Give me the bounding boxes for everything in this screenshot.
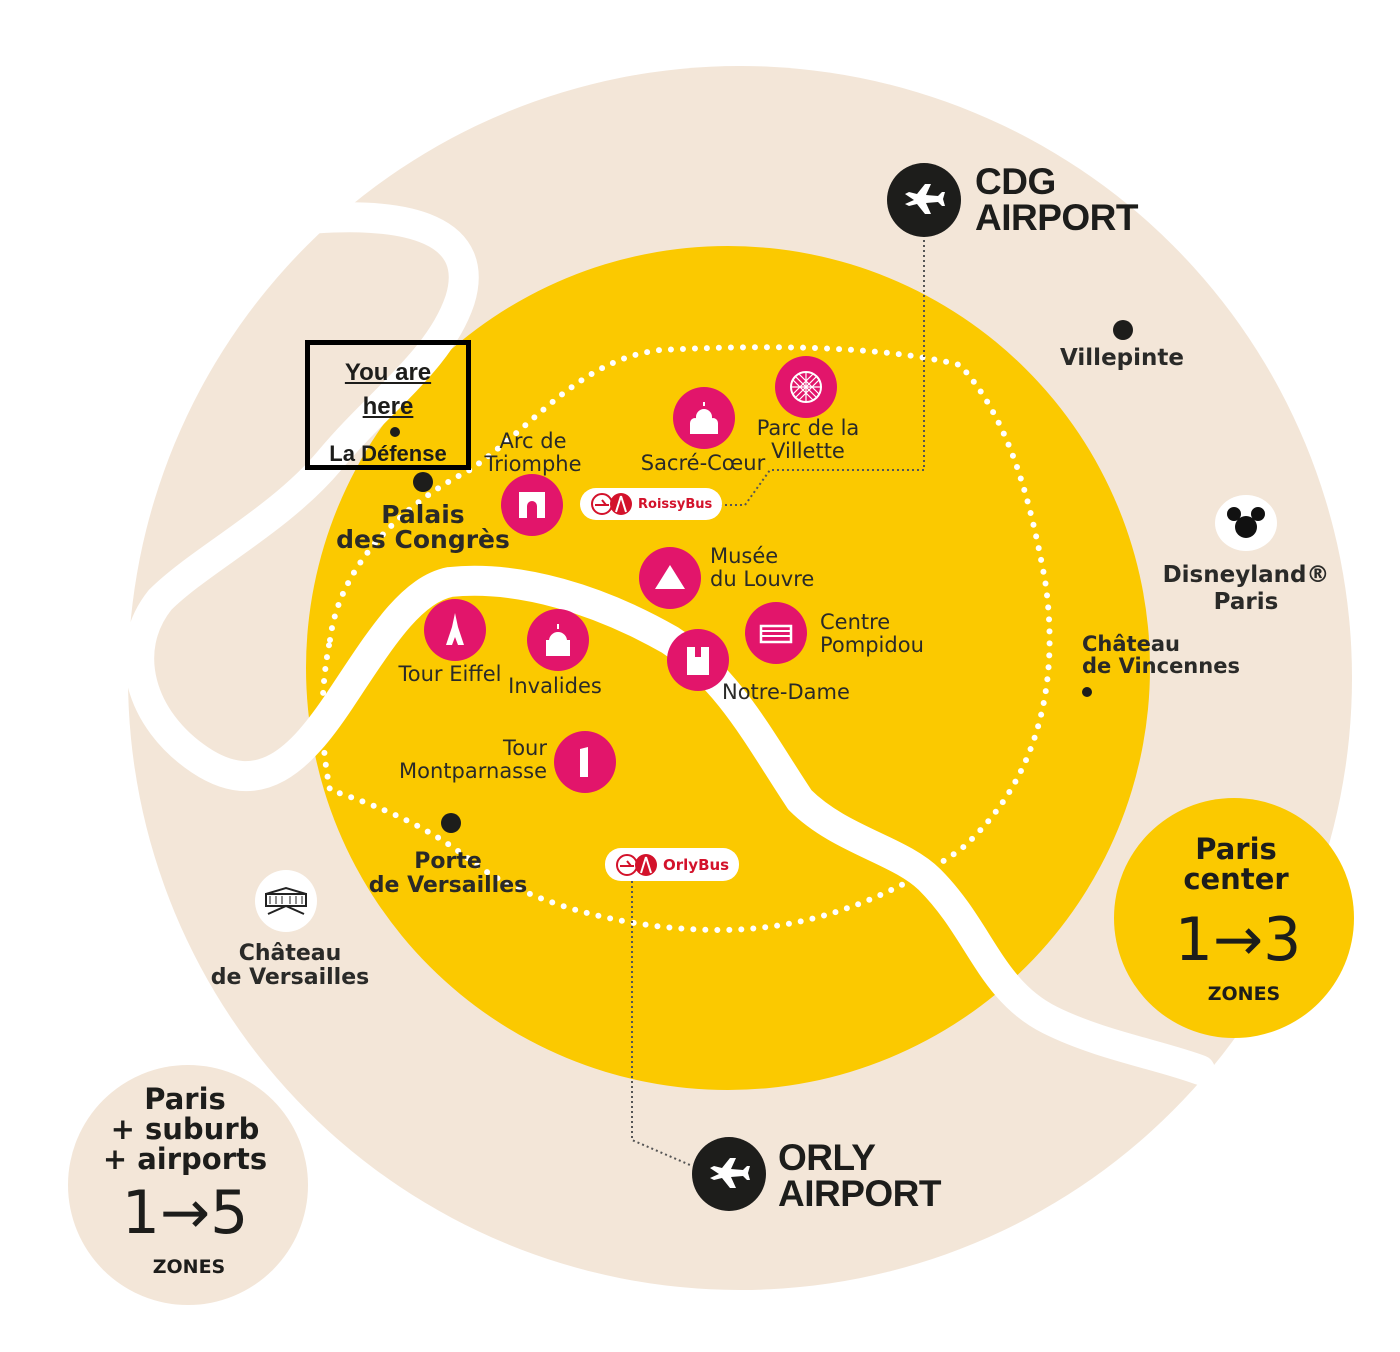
villepinte-dot xyxy=(1113,320,1133,340)
roissybus-badge[interactable]: RoissyBus xyxy=(580,488,723,520)
pompidou-icon xyxy=(759,624,793,644)
center-zone-unit: ZONES xyxy=(1207,983,1281,1005)
porte-versailles-dot xyxy=(441,813,461,833)
orlybus-badge[interactable]: OrlyBus xyxy=(605,848,740,881)
poi-tour-eiffel[interactable] xyxy=(424,599,486,661)
seine-river xyxy=(124,202,1215,1085)
center-zone-bubble xyxy=(1114,798,1354,1038)
poi-label-louvre: Musée du Louvre xyxy=(710,544,815,591)
palais-label: Palais des Congrès xyxy=(336,500,510,554)
vincennes-label: Château de Vincennes xyxy=(1082,632,1240,678)
cdg-airport-icon[interactable] xyxy=(887,163,961,237)
orly-airport-label: ORLY AIRPORT xyxy=(778,1137,942,1214)
sacre-coeur-icon xyxy=(690,402,718,434)
porte-versailles-label: Porte de Versailles xyxy=(368,849,528,898)
roissybus-logo-icon xyxy=(591,493,632,515)
airplane-icon xyxy=(710,1158,750,1188)
poi-sacre-coeur[interactable] xyxy=(673,387,735,449)
la-defense-label: La Défense xyxy=(329,441,447,466)
outer-zone-range: 1→5 xyxy=(121,1178,249,1248)
poi-label-villette: Parc de la Villette xyxy=(756,416,860,463)
orlybus-route xyxy=(631,881,691,1166)
poi-label-notre-dame: Notre-Dame xyxy=(722,680,850,704)
poi-notre-dame[interactable] xyxy=(667,629,729,691)
poi-invalides[interactable] xyxy=(527,609,589,671)
poi-montparnasse[interactable] xyxy=(554,731,616,793)
poi-label-invalides: Invalides xyxy=(508,674,602,698)
orlybus-label: OrlyBus xyxy=(663,855,730,874)
geode-icon xyxy=(790,371,822,403)
poi-pompidou[interactable] xyxy=(745,602,807,664)
poi-label-montparnasse: Tour Montparnasse xyxy=(399,736,547,783)
outer-zone-title: Paris + suburb + airports xyxy=(102,1082,268,1176)
invalides-dome-icon xyxy=(546,624,570,656)
airplane-icon xyxy=(905,184,945,214)
disneyland-label: Disneyland® Paris xyxy=(1162,562,1330,615)
orly-airport-icon[interactable] xyxy=(692,1137,766,1211)
mickey-icon xyxy=(1215,495,1277,551)
poi-label-eiffel: Tour Eiffel xyxy=(398,662,502,686)
villepinte-label: Villepinte xyxy=(1060,345,1184,371)
palais-dot xyxy=(413,472,433,492)
you-are-here-marker: You are here La Défense xyxy=(305,340,471,470)
poi-arc-de-triomphe[interactable] xyxy=(501,474,563,536)
outer-zone-bubble xyxy=(68,1065,308,1305)
peripherique-ring xyxy=(319,344,1053,934)
eiffel-tower-icon xyxy=(446,613,464,645)
poi-louvre[interactable] xyxy=(639,547,701,609)
poi-label-pompidou: Centre Pompidou xyxy=(820,610,924,657)
you-are-here-label: You are xyxy=(344,359,432,386)
vincennes-dot xyxy=(1082,687,1092,697)
center-zone-title: Paris center xyxy=(1183,832,1289,896)
arc-de-triomphe-icon xyxy=(519,492,545,518)
chateau-versailles-icon xyxy=(255,870,317,932)
cdg-airport-label: CDG AIRPORT xyxy=(975,161,1139,238)
outer-zone-unit: ZONES xyxy=(152,1256,226,1278)
you-are-here-label-2: here xyxy=(362,393,414,420)
louvre-pyramid-icon xyxy=(655,565,685,589)
montparnasse-tower-icon xyxy=(580,747,588,777)
poi-parc-villette[interactable] xyxy=(775,356,837,418)
notre-dame-icon xyxy=(687,647,709,675)
poi-label-sacre-coeur: Sacré-Cœur xyxy=(640,451,766,475)
center-zone-range: 1→3 xyxy=(1174,905,1302,975)
la-defense-dot xyxy=(390,427,400,437)
roissybus-label: RoissyBus xyxy=(638,496,713,512)
poi-label-arc: Arc de Triomphe xyxy=(484,429,582,476)
orlybus-logo-icon xyxy=(616,853,657,876)
chateau-versailles-label: Château de Versailles xyxy=(210,941,370,990)
